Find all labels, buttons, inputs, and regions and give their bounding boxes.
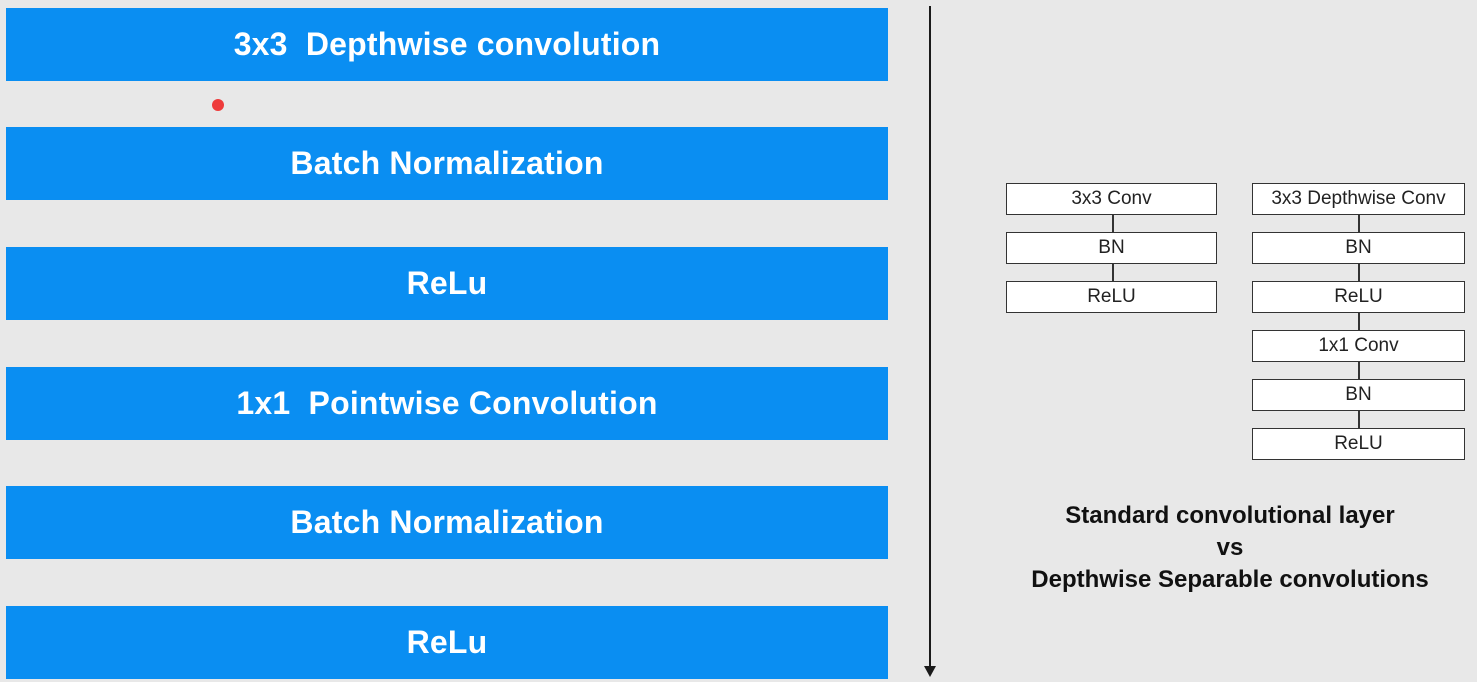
separable-box-pointwise: 1x1 Conv [1252, 330, 1465, 362]
caption-line-standard: Standard convolutional layer [1065, 502, 1395, 529]
connector-line [1358, 411, 1360, 428]
connector-line [1358, 362, 1360, 379]
standard-box-conv: 3x3 Conv [1006, 183, 1217, 215]
separable-box-bn-1: BN [1252, 232, 1465, 264]
separable-box-relu-1: ReLU [1252, 281, 1465, 313]
connector-line [1112, 215, 1114, 232]
layer-relu-2: ReLu [6, 606, 888, 679]
layer-batch-norm-2: Batch Normalization [6, 486, 888, 559]
connector-line [1112, 264, 1114, 281]
connector-line [1358, 215, 1360, 232]
connector-line [1358, 264, 1360, 281]
layer-depthwise-conv: 3x3 Depthwise convolution [6, 8, 888, 81]
separable-box-depthwise: 3x3 Depthwise Conv [1252, 183, 1465, 215]
pointer-dot-marker [212, 99, 224, 111]
connector-line [1358, 313, 1360, 330]
separable-box-bn-2: BN [1252, 379, 1465, 411]
arrow-down-icon [924, 666, 936, 677]
caption-line-vs: vs [1216, 534, 1244, 561]
caption-line-separable: Depthwise Separable convolutions [1031, 566, 1429, 593]
separable-box-relu-2: ReLU [1252, 428, 1465, 460]
standard-box-bn: BN [1006, 232, 1217, 264]
divider-line [929, 6, 931, 670]
layer-batch-norm-1: Batch Normalization [6, 127, 888, 200]
layer-pointwise-conv: 1x1 Pointwise Convolution [6, 367, 888, 440]
standard-box-relu: ReLU [1006, 281, 1217, 313]
layer-relu-1: ReLu [6, 247, 888, 320]
